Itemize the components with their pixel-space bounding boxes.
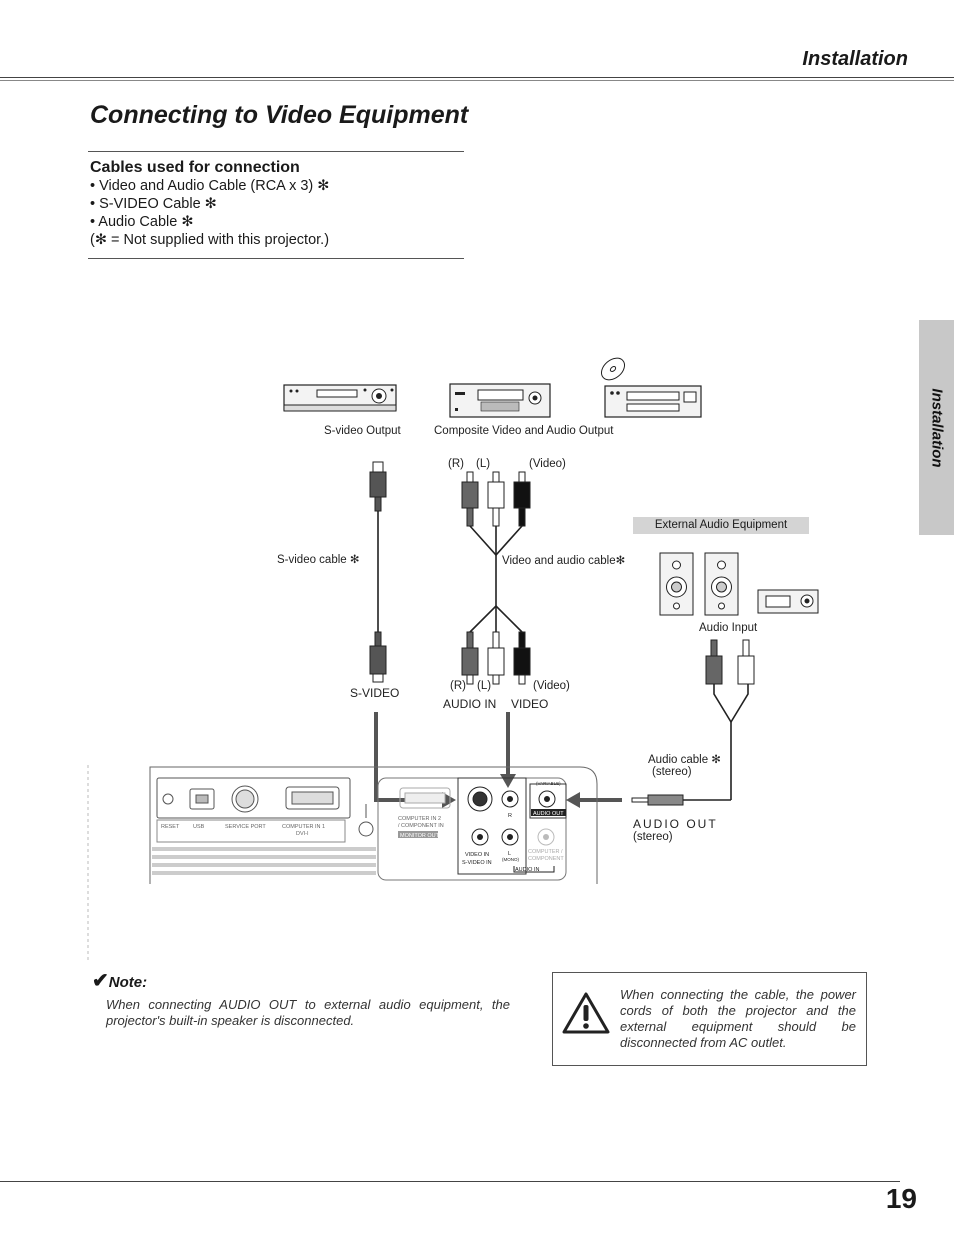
audio-cable-label: Audio cable ✻: [648, 754, 721, 766]
panel-label: COMPUTER IN 1: [282, 824, 325, 830]
audio-input-label: Audio Input: [699, 622, 758, 634]
warning-icon: [562, 992, 610, 1034]
section-title: Installation: [802, 48, 908, 70]
cable-item: • S-VIDEO Cable ✻: [90, 196, 217, 212]
external-audio-label: External Audio Equipment: [633, 517, 809, 534]
va-cable-bottom-plugs: [461, 631, 531, 685]
connection-arrows: [374, 712, 622, 802]
video-bottom-label: (Video): [533, 680, 570, 692]
panel-label: (MONO): [502, 857, 519, 862]
composite-vcr-device: [449, 383, 551, 418]
cable-item: (✻ = Not supplied with this projector.): [90, 232, 330, 248]
audio-out-stereo-label: (stereo): [633, 831, 673, 843]
dvd-player-device: [600, 357, 702, 418]
svideo-port-label: S-VIDEO: [350, 686, 400, 700]
r-top-label: (R): [448, 458, 464, 470]
r-bottom-label: (R): [450, 680, 466, 692]
side-tab[interactable]: Installation: [919, 320, 954, 535]
va-cable-top-plugs: [461, 471, 531, 527]
panel-label: RESET: [161, 824, 180, 830]
svideo-vcr-device: [283, 384, 397, 412]
l-top-label: (L): [476, 458, 491, 470]
footer-rule: [0, 1181, 900, 1182]
page-number: 19: [885, 1183, 917, 1214]
panel-label: SERVICE PORT: [225, 824, 266, 830]
arrow-audio-out-head: [566, 792, 580, 808]
audio-cable-stereo-label: (stereo): [652, 766, 692, 778]
panel-label: S-VIDEO IN: [462, 860, 492, 866]
audio-cable: [631, 639, 755, 806]
va-cable-wires: [469, 525, 523, 633]
video-top-label: (Video): [529, 458, 566, 470]
panel-label: AUDIO OUT: [533, 811, 564, 817]
l-bottom-label: (L): [477, 680, 492, 692]
cable-item: • Audio Cable ✻: [90, 214, 194, 230]
svideo-cable-label: S-video cable ✻: [277, 554, 360, 566]
svideo-output-label: S-video Output: [324, 425, 401, 437]
panel-label: COMPONENT: [528, 856, 564, 862]
note-text: When connecting AUDIO OUT to external au…: [106, 997, 510, 1028]
panel-label: COMPUTER IN 2: [398, 816, 441, 822]
note-label: Note:: [108, 974, 148, 991]
cables-heading: Cables used for connection: [90, 159, 300, 176]
note-section: ✔Note: When connecting AUDIO OUT to exte…: [92, 968, 510, 1029]
panel-label: L: [508, 851, 511, 857]
cable-item: • Video and Audio Cable (RCA x 3) ✻: [90, 178, 330, 194]
cables-list: • Video and Audio Cable (RCA x 3) ✻ • S-…: [88, 177, 464, 249]
warning-text: When connecting the cable, the power cor…: [620, 987, 856, 1050]
header-rule-thin: [0, 80, 954, 81]
va-cable-label: Video and audio cable✻: [502, 555, 626, 567]
panel-label: AUDIO IN: [515, 867, 539, 873]
panel-label: COMPUTER /: [528, 849, 563, 855]
speaker-left: [659, 552, 694, 616]
header-rule: [0, 77, 954, 78]
panel-label: R: [508, 813, 512, 819]
projector-panel-labels: RESET USB SERVICE PORT COMPUTER IN 1 DVI…: [161, 781, 564, 873]
projector-back-panel: [87, 765, 598, 960]
amplifier-device: [757, 589, 819, 614]
panel-label: DVI-I: [296, 831, 309, 837]
audio-out-label: AUDIO OUT: [633, 817, 718, 831]
video-in-label: VIDEO: [511, 697, 549, 711]
panel-label: MONITOR OUT: [400, 833, 440, 839]
composite-output-label: Composite Video and Audio Output: [434, 425, 614, 437]
panel-label: / COMPONENT IN: [398, 823, 444, 829]
panel-label: USB: [193, 824, 205, 830]
page-title: Connecting to Video Equipment: [90, 101, 469, 129]
svideo-cable: [369, 461, 387, 683]
warning-box: When connecting the cable, the power cor…: [552, 972, 867, 1066]
speaker-right: [704, 552, 739, 616]
panel-label: (VARIABLE): [536, 781, 561, 786]
audio-in-label: AUDIO IN: [443, 697, 497, 711]
cables-box: Cables used for connection • Video and A…: [88, 151, 464, 259]
arrow-video-head: [500, 774, 516, 788]
check-icon: ✔: [92, 970, 109, 992]
panel-label: VIDEO IN: [465, 852, 489, 858]
